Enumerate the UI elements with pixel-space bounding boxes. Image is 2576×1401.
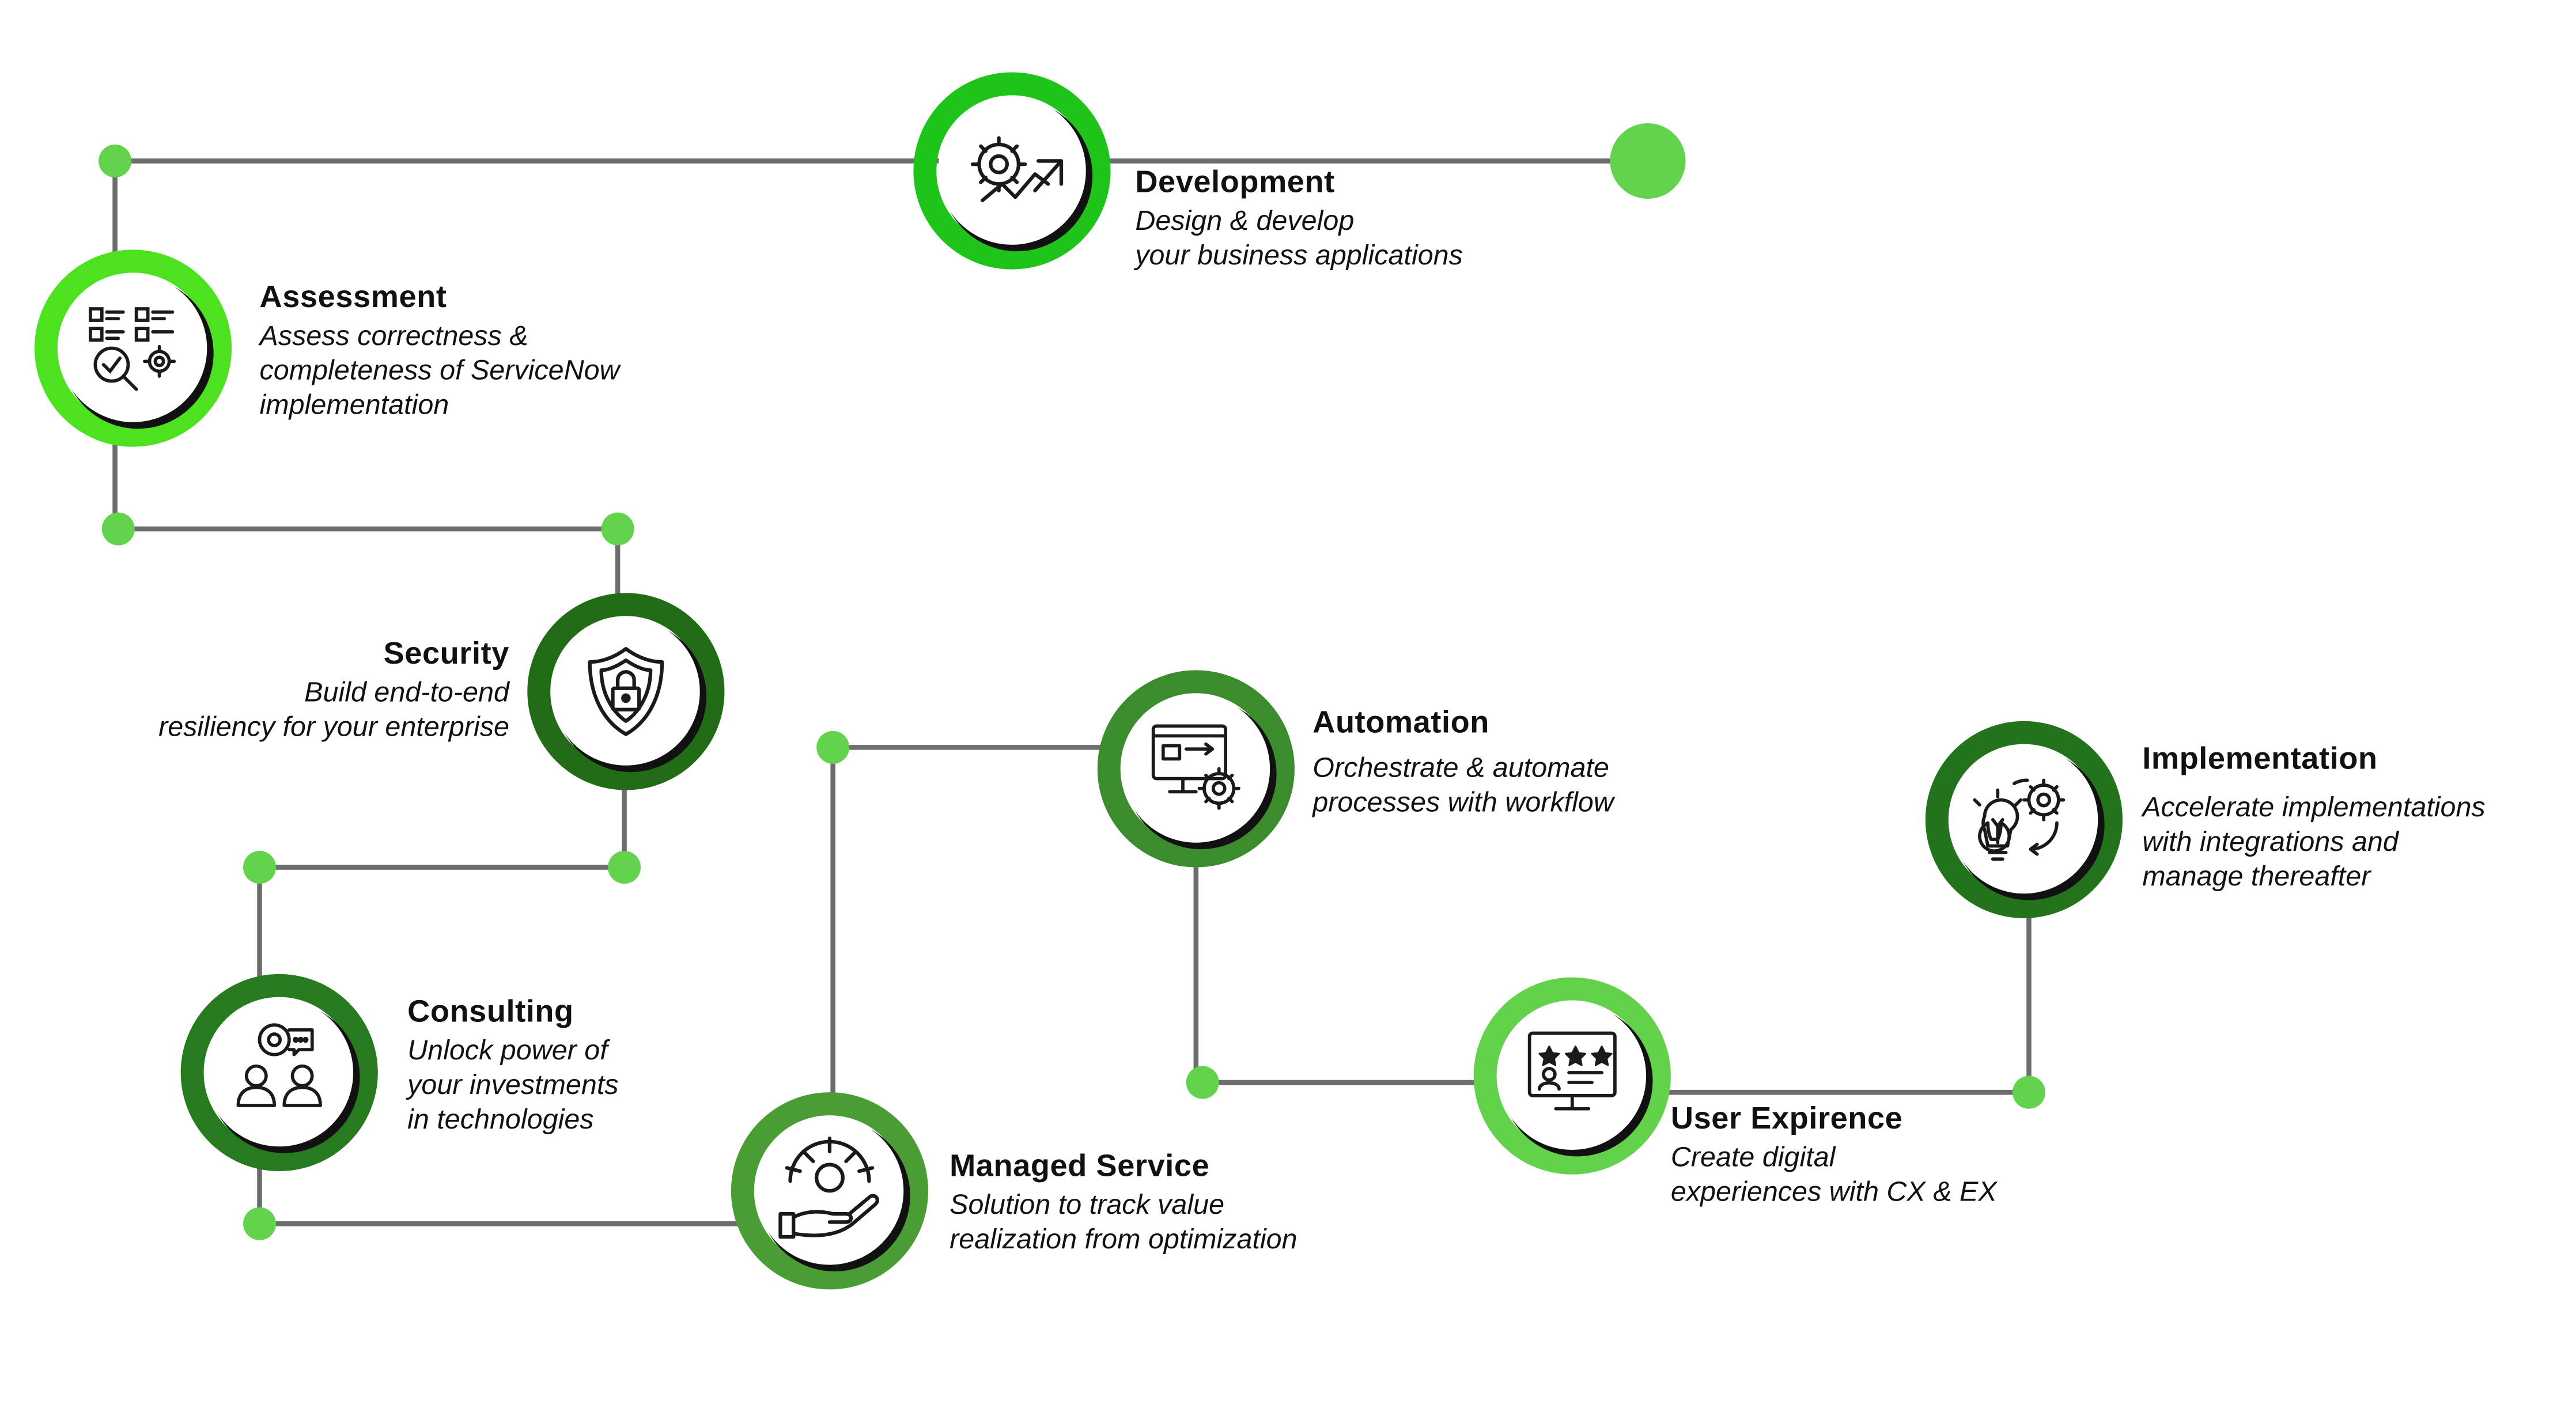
development-desc-1: Design & develop	[1135, 205, 1355, 237]
node-dot	[1186, 1066, 1219, 1099]
connector-managed-automation	[830, 745, 1104, 1104]
step-assessment	[34, 249, 232, 447]
security-label: Security Build end-to-end resiliency for…	[66, 635, 509, 744]
automation-title: Automation	[1312, 706, 1489, 741]
automation-desc-1: Orchestrate & automate	[1312, 752, 1609, 784]
node-dot	[243, 851, 277, 884]
managed-service-desc-2: realization from optimization	[950, 1224, 1298, 1255]
assessment-desc-1: Assess correctness &	[259, 320, 528, 352]
user-experience-title: User Expirence	[1670, 1102, 1903, 1137]
consulting-label: Consulting Unlock power of your investme…	[407, 994, 618, 1137]
connector-userexp-implementation	[1662, 911, 2032, 1095]
managed-service-label: Managed Service Solution to track value …	[950, 1148, 1298, 1256]
user-experience-desc-2: experiences with CX & EX	[1670, 1176, 1997, 1207]
shield-lock-icon	[588, 647, 664, 736]
step-development	[913, 72, 1111, 270]
hand-gear-icon	[778, 1136, 879, 1239]
user-experience-desc-1: Create digital	[1670, 1141, 1836, 1173]
bulb-gear-icon	[1973, 778, 2066, 861]
implementation-desc-2: with integrations and	[2142, 826, 2399, 858]
user-experience-label: User Expirence Create digital experience…	[1671, 1100, 1997, 1209]
automation-desc-2: processes with workflow	[1312, 786, 1614, 818]
implementation-label: Implementation Accelerate implementation…	[2142, 741, 2485, 893]
assessment-desc-2: completeness of ServiceNow	[259, 354, 620, 387]
consulting-desc-2: your investments	[407, 1069, 619, 1101]
step-security	[527, 593, 725, 790]
gear-growth-icon	[970, 136, 1064, 203]
node-dot	[816, 730, 850, 764]
development-desc-2: your business applications	[1135, 240, 1463, 271]
assessment-label: Assessment Assess correctness & complete…	[260, 279, 620, 422]
implementation-desc-1: Accelerate implementations	[2142, 792, 2486, 823]
monitor-rating-icon	[1527, 1031, 1617, 1111]
node-dot	[2012, 1076, 2045, 1109]
managed-service-desc-1: Solution to track value	[950, 1189, 1225, 1221]
people-chat-icon	[236, 1023, 322, 1107]
connector-consulting-managed	[257, 1166, 740, 1226]
automation-label: Automation Orchestrate & automate proces…	[1312, 705, 1614, 820]
step-implementation	[1925, 721, 2123, 918]
assessment-desc-3: implementation	[259, 389, 449, 421]
node-dot	[99, 144, 132, 177]
step-automation	[1097, 670, 1295, 868]
node-dot	[101, 512, 135, 546]
security-title: Security	[383, 637, 509, 672]
step-consulting	[180, 974, 378, 1172]
connector-assessment-security	[118, 526, 621, 605]
development-title: Development	[1135, 165, 1335, 200]
node-dot	[608, 851, 641, 884]
connector-security-consulting	[257, 780, 627, 986]
monitor-gear-icon	[1151, 724, 1240, 810]
node-dot	[243, 1207, 277, 1240]
managed-service-title: Managed Service	[950, 1149, 1210, 1184]
security-desc-1: Build end-to-end	[304, 676, 509, 708]
implementation-title: Implementation	[2142, 742, 2378, 777]
step-user-experience	[1473, 977, 1671, 1175]
checklist-magnifier-icon	[88, 307, 176, 391]
assessment-title: Assessment	[259, 281, 447, 316]
implementation-desc-3: manage thereafter	[2142, 861, 2371, 892]
development-label: Development Design & develop your busine…	[1135, 164, 1463, 272]
node-dots	[99, 123, 2045, 1240]
endpoint-dot	[1610, 123, 1686, 199]
connector-automation-userexp	[1193, 867, 1487, 1085]
security-desc-2: resiliency for your enterprise	[158, 711, 509, 743]
consulting-title: Consulting	[407, 995, 574, 1030]
consulting-desc-1: Unlock power of	[407, 1035, 608, 1066]
consulting-desc-3: in technologies	[407, 1104, 594, 1135]
node-dot	[601, 512, 634, 546]
